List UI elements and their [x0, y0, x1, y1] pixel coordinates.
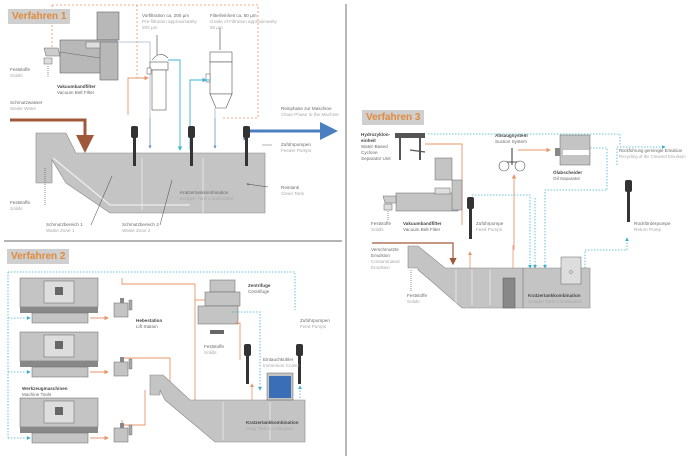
v1-clean-phase-pipe — [243, 122, 338, 140]
v2-title: Verfahren 2 — [7, 249, 70, 264]
v1-pump-1 — [131, 126, 138, 166]
v2-machine-tool-2 — [19, 331, 99, 378]
v1-waste-water-pipe — [10, 118, 94, 153]
v3-return-pump — [625, 180, 632, 222]
v1-title: Verfahren 1 — [8, 9, 71, 24]
v2-machine-tool-3 — [19, 397, 99, 444]
v1-prefilter — [146, 35, 169, 111]
v3-hydrocyclone — [395, 133, 426, 160]
v3-suction-system — [498, 148, 526, 172]
v2-lift-station-2 — [113, 357, 133, 377]
v1-vacuum-belt-filter — [43, 11, 120, 81]
v1-pump-3 — [243, 126, 250, 166]
v3-vacuum-belt-filter — [382, 157, 463, 220]
v1-pump-2 — [188, 126, 195, 166]
v2-immersion-cooler — [266, 372, 294, 401]
v3-diagram — [372, 133, 666, 309]
v2-pump-1 — [244, 344, 251, 384]
v1-scraper-tank — [35, 132, 266, 214]
v3-scraper-tank — [407, 245, 591, 309]
v1-diagram — [10, 4, 338, 226]
v3-oil-separator — [555, 134, 591, 166]
v2-centrifuge — [197, 279, 241, 334]
v1-fine-filter — [205, 28, 233, 118]
v2-drag-tank — [149, 374, 306, 443]
v3-title: Verfahren 3 — [362, 110, 425, 125]
v2-machine-tool-1 — [19, 277, 99, 324]
v2-lift-station-1 — [113, 298, 133, 318]
v2-pump-2 — [296, 344, 303, 384]
v2-diagram — [7, 271, 306, 444]
v3-feed-pump — [467, 197, 474, 239]
v2-lift-station-3 — [113, 423, 133, 443]
